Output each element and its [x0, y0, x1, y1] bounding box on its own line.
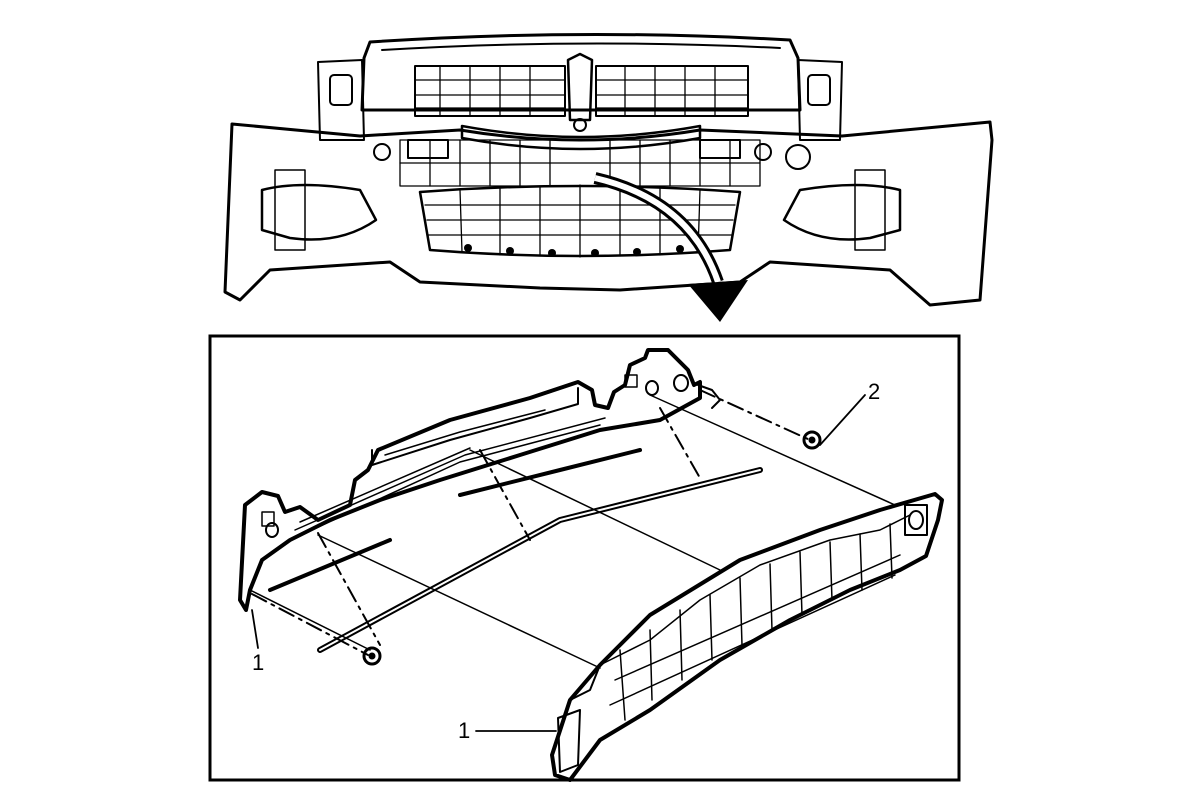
inset-frame: [208, 334, 961, 782]
fastener-icon: [802, 430, 822, 450]
callout-1-bottom-label: 1: [458, 718, 471, 743]
fastener-icon: [362, 646, 382, 666]
callout-2-label: 2: [868, 379, 881, 404]
arrow-icon: [593, 172, 748, 322]
callout-1-left-label: 1: [252, 650, 265, 675]
